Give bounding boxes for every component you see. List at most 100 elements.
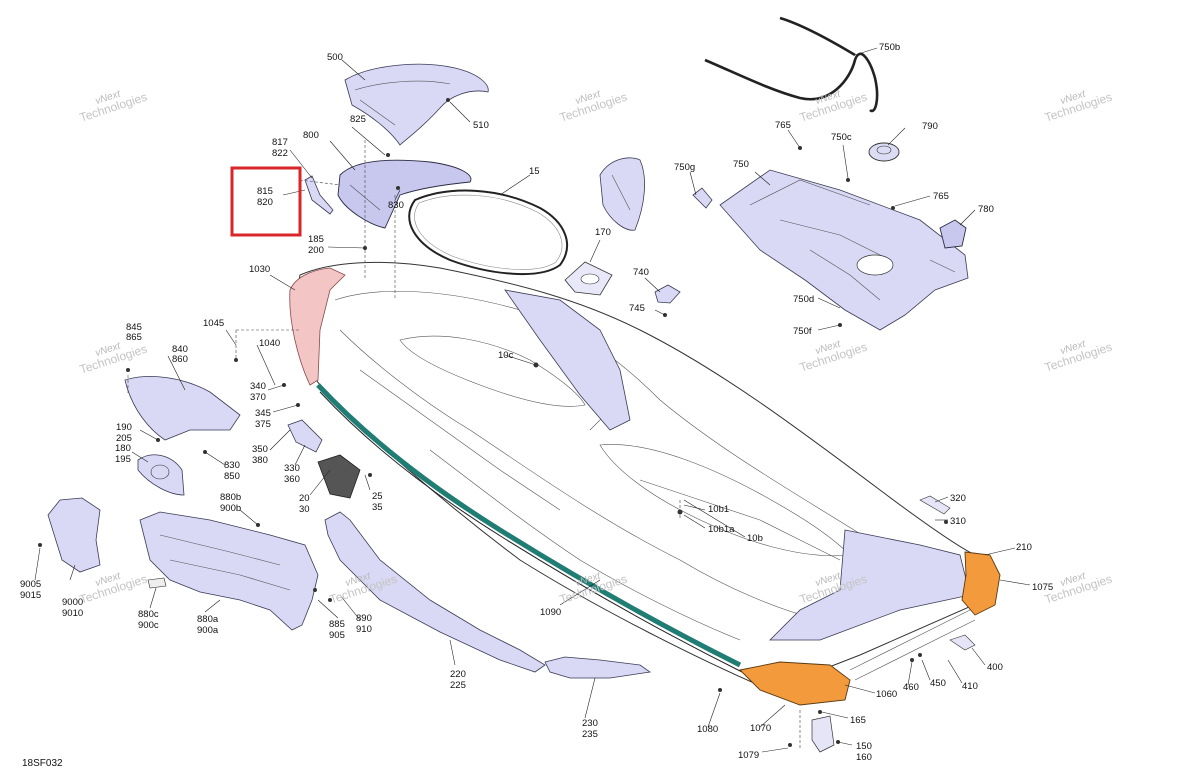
callout-380: 380 xyxy=(252,455,268,466)
callout-790: 790 xyxy=(922,121,938,132)
callout-185: 185 xyxy=(308,234,324,245)
clip-750g xyxy=(692,187,713,209)
callout-880c: 880c xyxy=(138,609,159,620)
callout-825: 825 xyxy=(350,114,366,125)
gasket-15 xyxy=(408,189,569,275)
callout-225: 225 xyxy=(450,680,466,691)
mat-220 xyxy=(324,511,546,673)
callout-900b: 900b xyxy=(220,503,241,514)
callout-460: 460 xyxy=(903,682,919,693)
callout-780: 780 xyxy=(978,204,994,215)
callout-9015: 9015 xyxy=(20,590,41,601)
cover-9000 xyxy=(47,497,101,573)
callout-20: 20 xyxy=(299,493,310,504)
block-780 xyxy=(939,219,967,249)
callout-195: 195 xyxy=(115,454,131,465)
callout-750b: 750b xyxy=(879,42,900,53)
leader-lines xyxy=(34,47,1031,753)
callout-1090: 1090 xyxy=(540,607,561,618)
callout-320: 320 xyxy=(950,493,966,504)
callout-190: 190 xyxy=(116,422,132,433)
callout-180: 180 xyxy=(115,443,131,454)
mat-230 xyxy=(544,656,652,679)
callout-750f: 750f xyxy=(793,326,812,337)
callout-880b: 880b xyxy=(220,492,241,503)
callout-10c: 10c xyxy=(498,350,514,361)
callout-30: 30 xyxy=(299,504,310,515)
plate-150 xyxy=(811,715,835,753)
callout-740: 740 xyxy=(633,267,649,278)
callout-450: 450 xyxy=(930,678,946,689)
callout-205: 205 xyxy=(116,433,132,444)
callout-9010: 9010 xyxy=(62,608,83,619)
bracket-330 xyxy=(287,419,323,453)
highlight-box xyxy=(230,166,302,237)
vent-180 xyxy=(137,454,185,496)
storage-tub-750 xyxy=(719,169,969,331)
reference-code: 18SF032 xyxy=(22,758,63,769)
callout-10b: 10b xyxy=(747,533,763,544)
callout-235: 235 xyxy=(582,729,598,740)
callout-345: 345 xyxy=(255,408,271,419)
callout-1075: 1075 xyxy=(1032,582,1053,593)
callout-1080: 1080 xyxy=(697,724,718,735)
callout-815: 815 xyxy=(257,186,273,197)
callout-910: 910 xyxy=(356,624,372,635)
panel-840 xyxy=(124,376,241,441)
seal-strip-750b xyxy=(704,16,879,113)
storage-cover-500 xyxy=(344,63,489,146)
callout-840: 840 xyxy=(172,344,188,355)
callout-400: 400 xyxy=(987,662,1003,673)
hull-deck xyxy=(289,261,1001,706)
callout-1079: 1079 xyxy=(738,750,759,761)
callout-200: 200 xyxy=(308,245,324,256)
callout-230: 230 xyxy=(582,718,598,729)
callout-410: 410 xyxy=(962,681,978,692)
callout-765: 765 xyxy=(775,120,791,131)
callout-9000: 9000 xyxy=(62,597,83,608)
callout-765: 765 xyxy=(933,191,949,202)
bracket-740 xyxy=(654,284,681,304)
callout-10b1a: 10b1a xyxy=(708,524,735,535)
bracket-815 xyxy=(304,175,334,215)
callout-1045: 1045 xyxy=(203,318,224,329)
callout-890: 890 xyxy=(356,613,372,624)
cap-790 xyxy=(868,142,900,162)
callout-860: 860 xyxy=(172,354,188,365)
callout-510: 510 xyxy=(473,120,489,131)
callout-817: 817 xyxy=(272,137,288,148)
callout-375: 375 xyxy=(255,419,271,430)
plate-170 xyxy=(564,261,613,296)
callout-500: 500 xyxy=(327,52,343,63)
callout-750: 750 xyxy=(733,159,749,170)
callout-900c: 900c xyxy=(138,620,159,631)
callout-210: 210 xyxy=(1016,542,1032,553)
callout-822: 822 xyxy=(272,148,288,159)
callout-900a: 900a xyxy=(197,625,219,636)
callout-330: 330 xyxy=(284,463,300,474)
callout-745: 745 xyxy=(629,303,645,314)
callout-800: 800 xyxy=(303,130,319,141)
callout-850: 850 xyxy=(224,471,240,482)
callout-360: 360 xyxy=(284,474,300,485)
callout-830: 830 xyxy=(224,460,240,471)
callout-1060: 1060 xyxy=(876,689,897,700)
callout-865: 865 xyxy=(126,332,142,343)
callout-1070: 1070 xyxy=(750,723,771,734)
callout-370: 370 xyxy=(250,392,266,403)
callout-310: 310 xyxy=(950,516,966,527)
callout-830: 830 xyxy=(388,200,404,211)
callout-340: 340 xyxy=(250,381,266,392)
plate-20 xyxy=(317,454,361,499)
callout-25: 25 xyxy=(372,491,383,502)
callout-750c: 750c xyxy=(831,132,852,143)
callout-1030: 1030 xyxy=(249,264,270,275)
callout-170: 170 xyxy=(595,227,611,238)
callout-35: 35 xyxy=(372,502,383,513)
callout-220: 220 xyxy=(450,669,466,680)
